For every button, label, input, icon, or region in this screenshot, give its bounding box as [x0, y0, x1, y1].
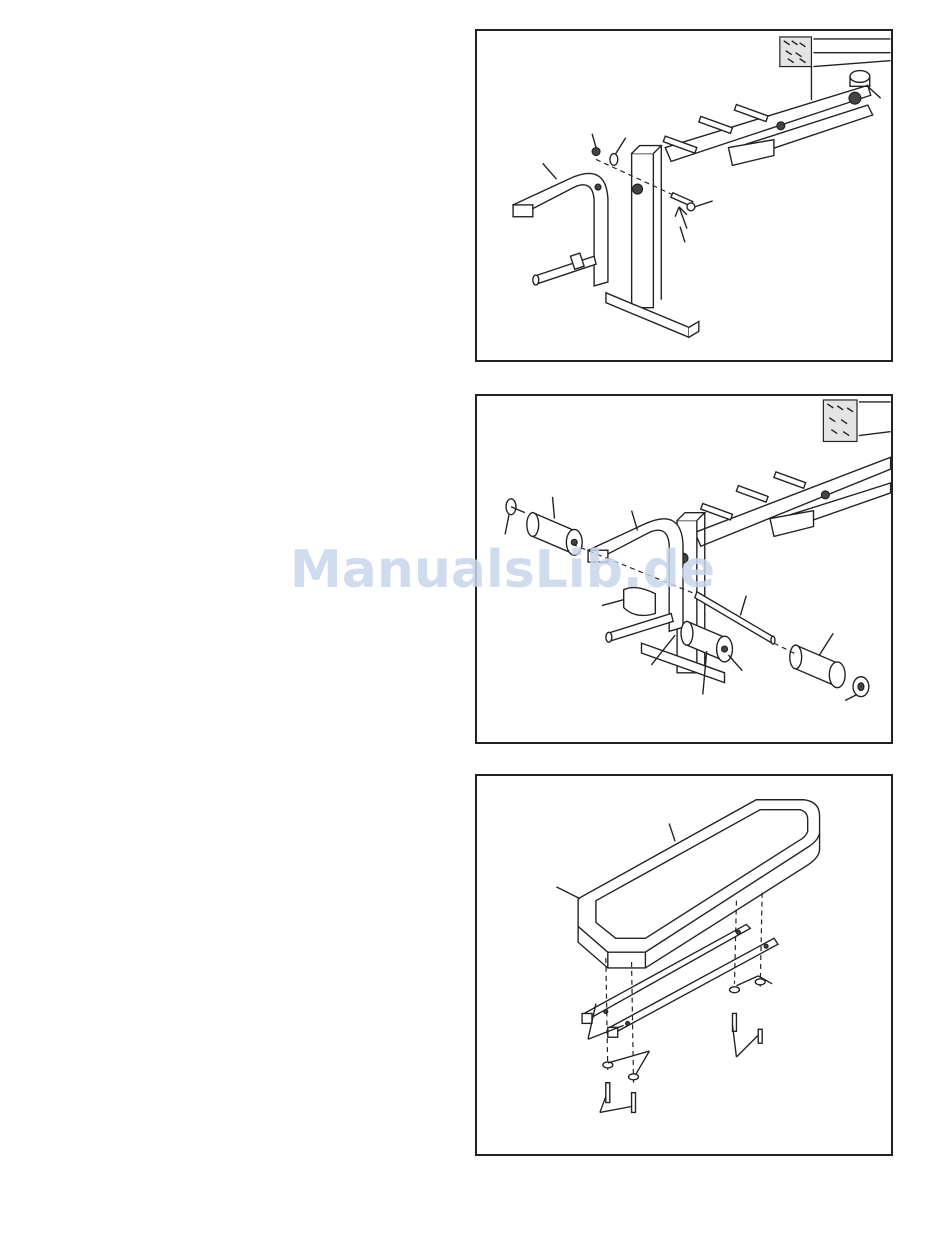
insert-direction-arrow: [675, 207, 687, 229]
assembly-figure-1: [475, 29, 893, 362]
roller-clip: [506, 499, 525, 515]
washer: [610, 154, 618, 166]
pivot-bolt: [671, 193, 695, 211]
end-cap: [853, 677, 869, 697]
leg-lever-rail: [695, 457, 891, 546]
weight-rack-section: [780, 37, 891, 100]
watermark-text: ManualsLib.de: [290, 540, 670, 600]
weight-rack-section: [823, 400, 890, 442]
seat-pad-drawing: [477, 776, 891, 1154]
leg-lever-rail: [663, 71, 880, 166]
washers-and-screws: [603, 979, 765, 1113]
leg-lever-pivot-drawing: [477, 31, 891, 360]
foam-roller-right: [790, 645, 845, 688]
assembly-figure-3: [475, 774, 893, 1156]
locknut: [592, 148, 600, 156]
lever-arm: [513, 173, 608, 285]
seat-pad: [578, 800, 819, 968]
